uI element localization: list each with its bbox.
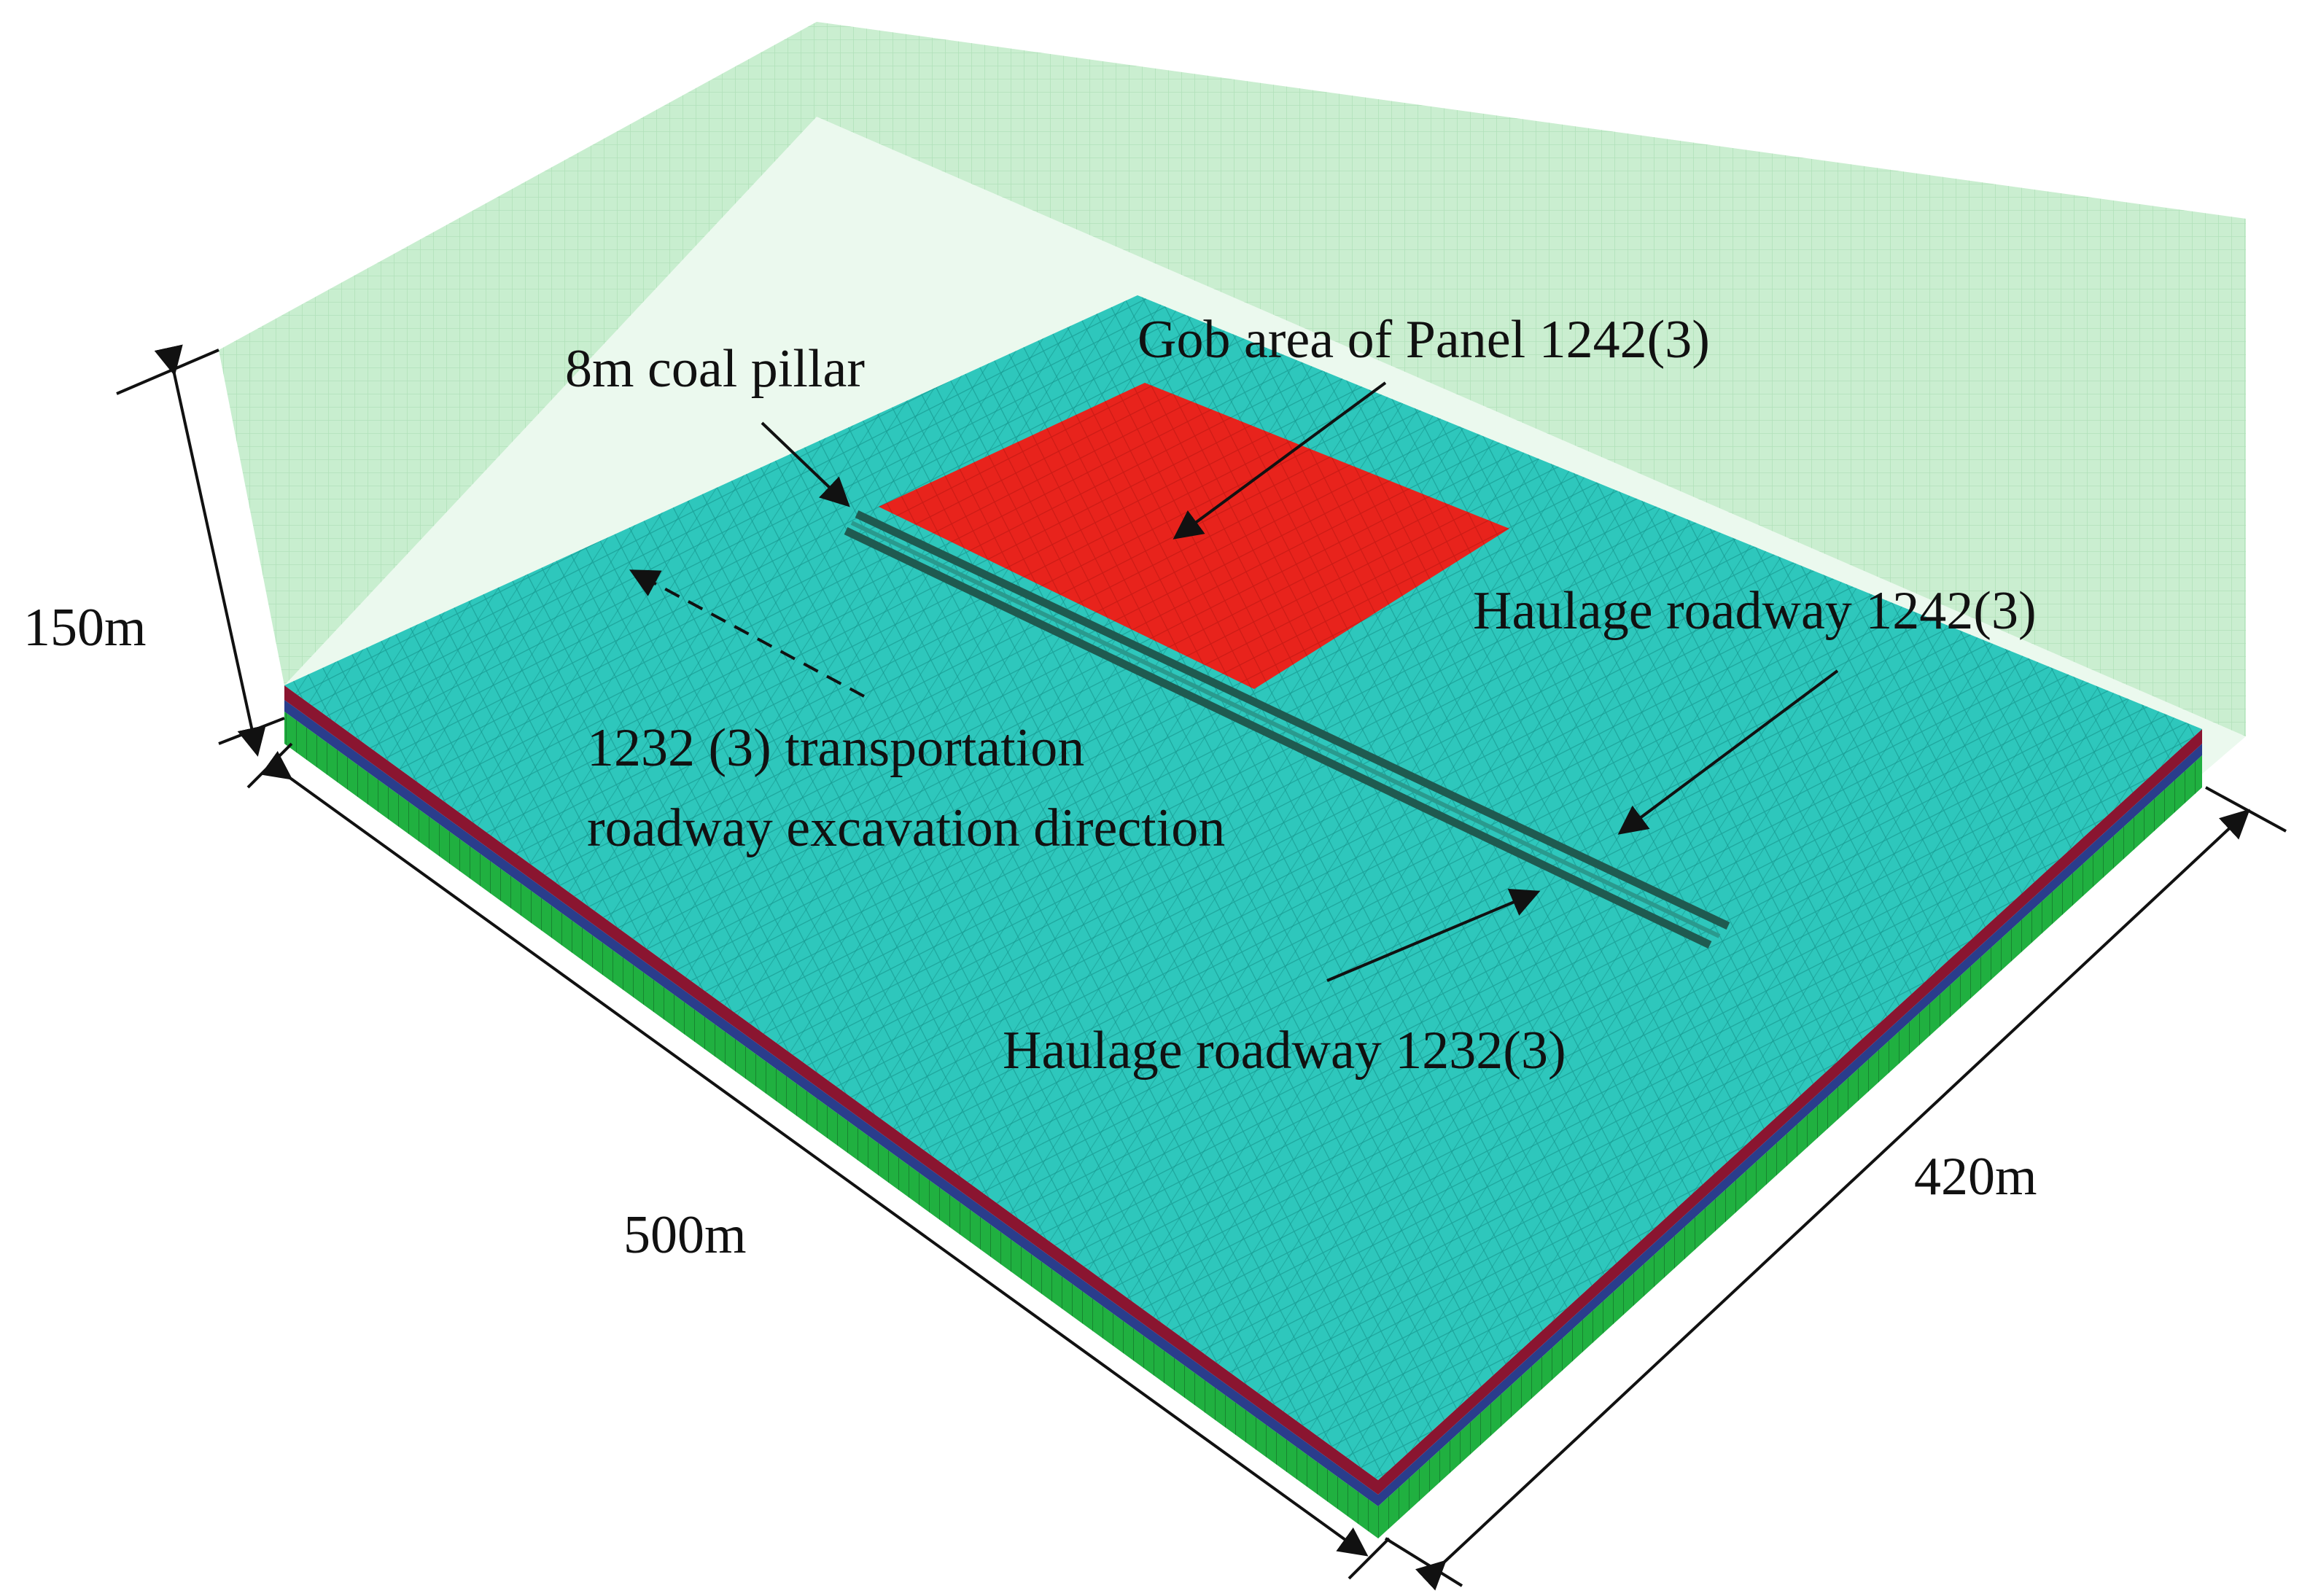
annotation-arrows (629, 381, 1839, 982)
coal-pillar-label: 8m coal pillar (565, 339, 865, 399)
dimension-tick (2205, 786, 2287, 833)
dimension-width (1384, 786, 2287, 1591)
height-dimension-label: 150m (23, 598, 147, 658)
excavation-direction-arrow (629, 569, 865, 698)
dimension-height (116, 344, 285, 757)
dimension-length (246, 742, 1391, 1580)
gob-area-label: Gob area of Panel 1242(3) (1138, 310, 1710, 370)
length-arrow (260, 751, 1369, 1557)
haulage-1232-arrow (1326, 888, 1541, 982)
length-dimension-label: 500m (623, 1205, 747, 1265)
haulage-1242-arrow (1617, 669, 1839, 835)
coal-pillar-arrow (761, 421, 850, 507)
overburden-back-right-wall-mesh (817, 22, 2246, 736)
dimension-tick (1384, 1537, 1463, 1587)
excavation-direction-label-line1: 1232 (3) transportation (587, 718, 1084, 778)
excavation-direction-label-line2: roadway excavation direction (587, 798, 1225, 858)
height-arrow (154, 344, 266, 757)
width-arrow (1415, 809, 2250, 1591)
width-dimension-label: 420m (1914, 1147, 2037, 1207)
dimension-tick (246, 742, 293, 789)
dimension-tick (116, 349, 219, 395)
overburden-back-left-wall-mesh (219, 22, 817, 685)
gob-area-arrow (1173, 381, 1387, 540)
dimension-tick (1348, 1537, 1391, 1580)
annotation-labels: 150m 500m 420m 8m coal pillar Gob area o… (23, 310, 2037, 1265)
haulage-roadway-1242-label: Haulage roadway 1242(3) (1473, 581, 2037, 641)
haulage-roadway-1232-label: Haulage roadway 1232(3) (1003, 1021, 1566, 1081)
